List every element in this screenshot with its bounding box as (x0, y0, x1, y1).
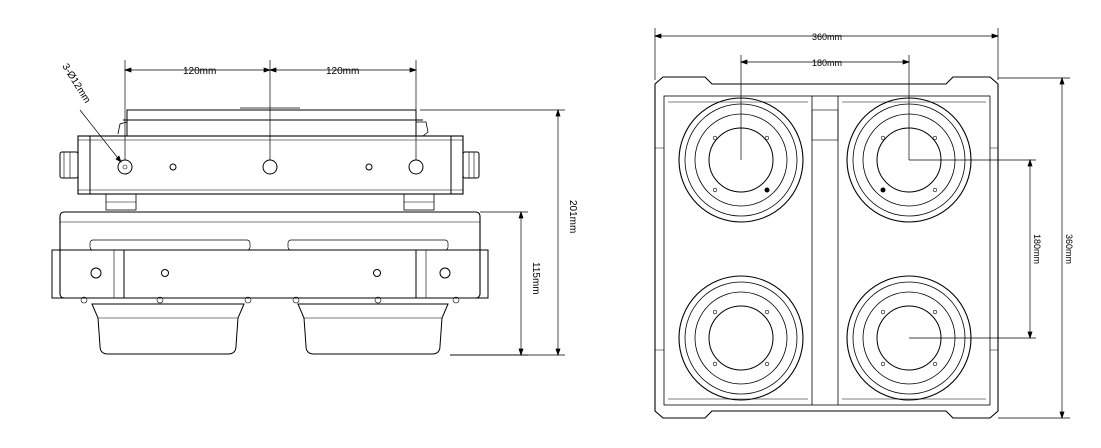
bracket-hole-left (117, 159, 133, 175)
dim-label-spacing-left: 120mm (183, 66, 216, 77)
bracket-hole-center (262, 159, 278, 175)
dim-label-spacing-right: 120mm (326, 66, 359, 77)
dim-label-width: 360mm (812, 32, 842, 42)
lens-cup-right (297, 303, 449, 355)
dimension-lower-height (450, 210, 528, 357)
dim-label-hole: 3-Ø12mm (59, 62, 92, 106)
dimension-inner-spacing (739, 55, 911, 160)
housing-outline (654, 76, 999, 419)
dimension-vertical-spacing (909, 158, 1036, 340)
mounting-bracket (59, 135, 480, 195)
neck (105, 193, 435, 211)
side-view (51, 60, 565, 357)
dimension-spacing (123, 60, 418, 160)
hole-leader (79, 109, 122, 163)
top-tray (117, 107, 429, 137)
dimension-total-height (420, 108, 565, 357)
dim-label-height: 360mm (1064, 234, 1074, 264)
top-view (653, 28, 1070, 420)
main-body (51, 211, 489, 304)
dim-label-inner-spacing: 180mm (812, 58, 842, 68)
lens-bottom-left (678, 275, 804, 401)
lens-cup-left (91, 303, 245, 355)
dim-label-total-height: 201mm (567, 200, 578, 233)
dim-label-vertical-spacing: 180mm (1032, 234, 1042, 264)
dim-label-lower-height: 115mm (530, 262, 541, 295)
dimension-height (998, 76, 1070, 420)
bracket-hole-right (408, 159, 424, 175)
dimension-width (653, 28, 1000, 80)
